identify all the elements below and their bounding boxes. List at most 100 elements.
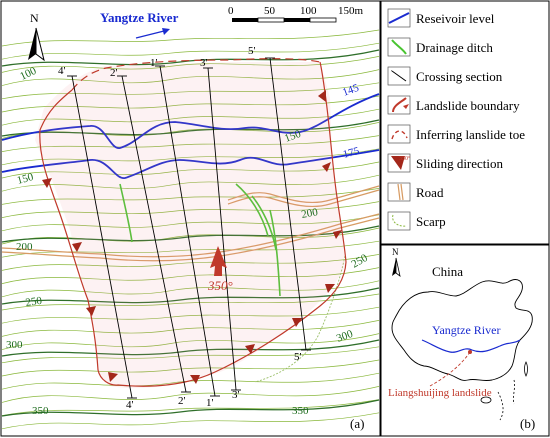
ditch-line [235,183,269,237]
contour-label: 175 [342,145,362,161]
contour-line [1,372,380,390]
legend-arrow-text: 350° [399,155,411,162]
arrow-marker [318,90,326,102]
road-line [1,213,380,258]
boundary-icon [387,95,411,115]
legend-item: Scarp [387,211,446,231]
road-line [1,217,380,262]
contour-line [1,69,380,86]
legend-frame [380,0,550,245]
map-frame [0,0,381,437]
scale-tick-label: 150m [338,5,364,17]
arrow-marker [245,344,255,354]
contour-line [1,267,380,284]
contour-line [1,386,380,403]
contour-label: 300 [335,328,355,345]
contour-line [1,254,380,271]
inset-site-label: Liangshuijing landslide [388,387,492,399]
road-line [227,189,380,208]
reservoir-lines [1,93,380,179]
contour-line [1,56,380,73]
scale-tick-label: 100 [300,5,317,17]
scale-bar [232,17,337,23]
contour-line [1,399,380,416]
inset-country-label: China [432,264,463,279]
ditch-line [251,195,277,251]
contour-label: 350 [32,405,49,417]
section-label-bottom: 3' [232,389,240,401]
section-3 [207,67,237,391]
contour-line [1,412,380,430]
contour-line [1,280,380,298]
contour-line [1,333,380,350]
section-icon: ' [387,66,411,86]
legend-label: Crossing section [416,69,503,84]
contour-line [1,161,380,179]
reservoir-line-icon [387,8,411,28]
contour-label: 200 [16,241,33,253]
section-4 [71,75,133,399]
legend-item: 350° Sliding direction [387,153,504,173]
contour-line [1,174,380,192]
index-contour [1,339,380,357]
contour-line [1,95,380,113]
inset-yangtze-line [421,339,521,353]
section-label-top: 3' [200,57,208,69]
contour-line [1,148,380,166]
contour-line [1,108,380,126]
hainan-island [480,396,492,404]
index-contours [1,49,380,417]
legend-label: Sliding direction [416,156,504,171]
arrow-marker [86,306,96,316]
legend-label: Road [416,185,444,200]
contour-label: 250 [25,295,44,309]
panel-label-a: (a) [350,416,364,431]
arrow-marker [72,242,82,252]
section-label-top: 5' [248,45,256,57]
boundary-arrows [42,90,342,384]
index-contour [1,399,380,417]
road-icon [387,182,411,202]
contour-line [1,188,380,205]
section-2 [121,75,187,393]
arrow-marker [190,375,200,384]
contour-line [1,135,380,152]
index-contour [1,49,380,67]
scarp-icon [387,211,411,231]
site-marker [468,350,472,354]
legend-label: Scarp [416,214,446,229]
contour-label: 200 [300,206,319,221]
sliding-direction-label: 350° [207,278,233,293]
legend-label: Reseivoir level [416,11,495,26]
inset-north-arrow-icon [392,257,401,277]
reservoir-line-145 [1,93,380,149]
inset-north-label: N [392,247,399,257]
section-label-bottom: 4' [126,399,134,411]
legend-label: Drainage ditch [416,40,493,55]
arrow-icon: 350° [387,153,411,173]
index-contour [1,225,380,243]
arrow-marker [325,284,335,293]
contour-line [1,42,380,60]
section-label-top: 4' [58,65,66,77]
inset-map: N China Yangtze River Liangshuijing land… [388,247,535,431]
legend-label: Inferring lanslide toe [416,127,525,142]
scale-tick-label: 50 [264,5,276,17]
contour-label: 350 [292,405,309,417]
section-1 [159,65,216,397]
index-contour [1,119,380,137]
section-5 [269,57,307,351]
contour-label: 150 [283,128,303,145]
contour-line [1,82,380,100]
river-flow-arrow-icon [135,28,170,39]
contour-line [1,306,380,324]
north-label: N [30,11,39,25]
inset-river-label: Yangtze River [432,323,500,337]
arrow-marker [108,372,118,382]
svg-text:': ' [391,70,392,76]
landslide-zone [35,62,345,389]
ditch-line [119,183,133,243]
arrow-marker [322,162,331,172]
legend-label: Landslide boundary [416,98,520,113]
